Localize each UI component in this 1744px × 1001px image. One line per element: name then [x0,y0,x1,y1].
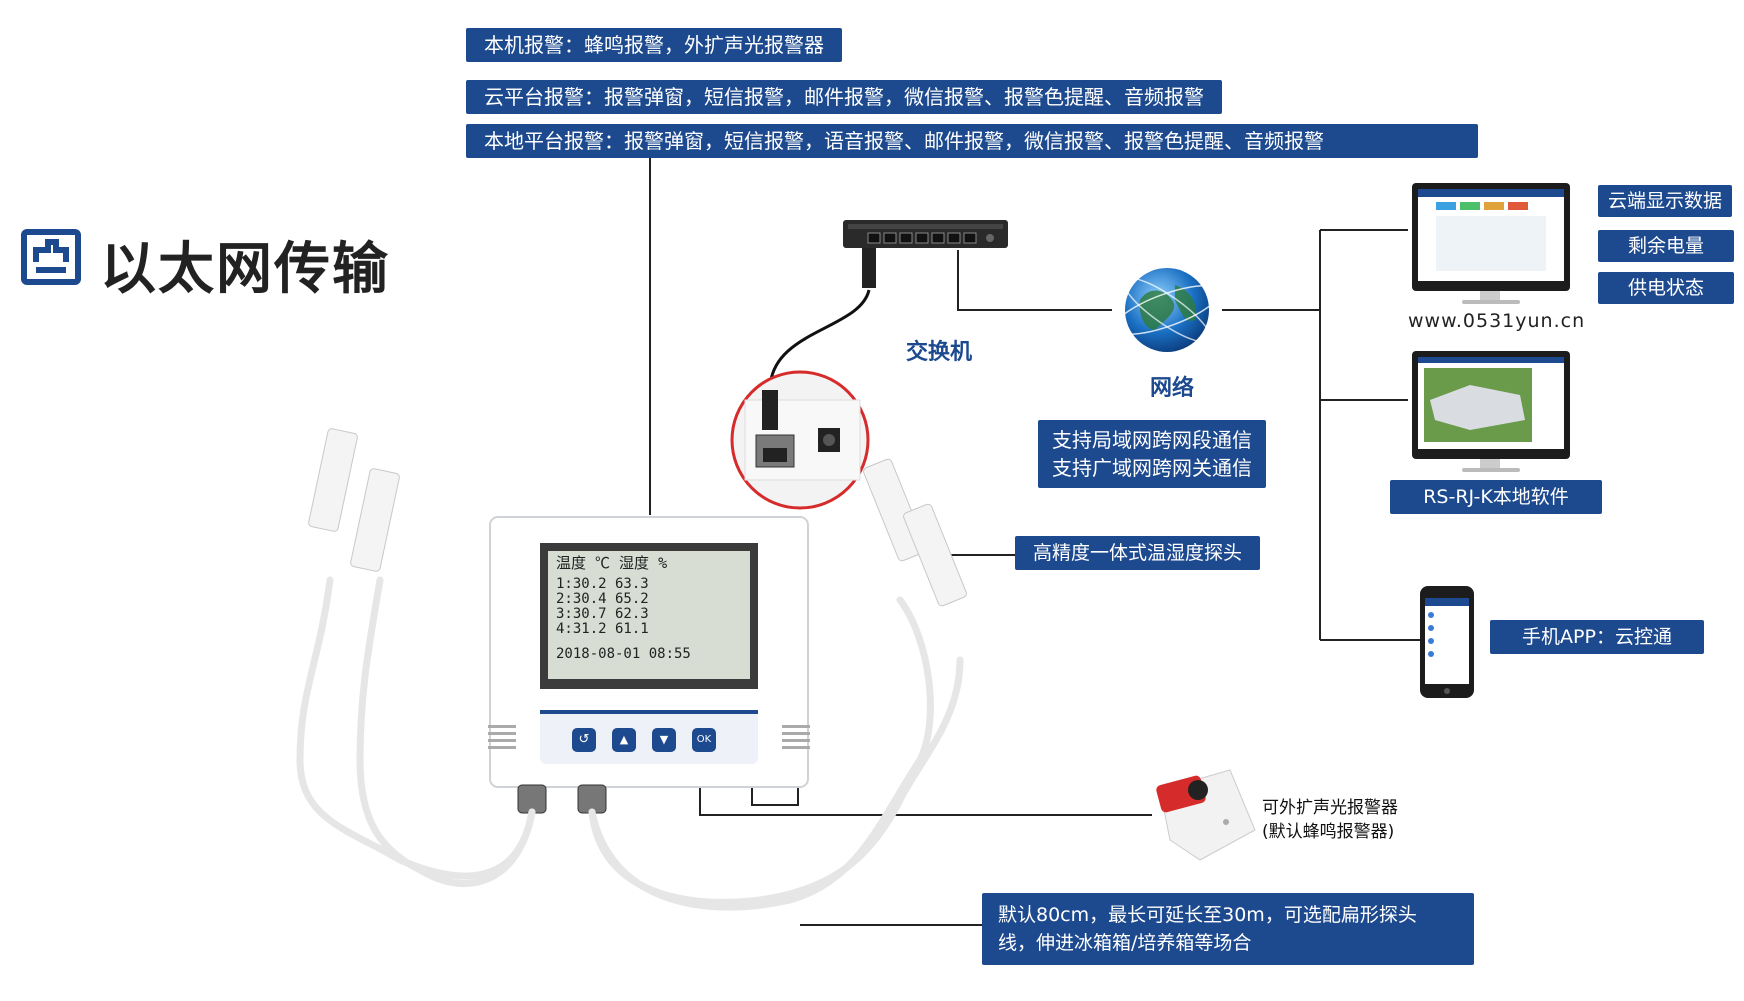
ethernet-icon [21,229,81,285]
cloud-feature-tag: 供电状态 [1598,272,1734,304]
cloud-feature-tag: 剩余电量 [1598,230,1734,262]
lcd-row: 4:31.2 61.1 [556,621,649,637]
back-button[interactable]: ↺ [572,728,596,752]
cable-note-line: 默认80cm，最长可延长至30m，可选配扁形探头 [998,904,1417,926]
lcd-header: 温度 ℃ 湿度 % [556,554,668,572]
monitor-cloud [1412,183,1570,304]
alarm-light-icon [1156,769,1256,861]
cloud-alarm-tag: 云平台报警：报警弹窗，短信报警，邮件报警，微信报警、报警色提醒、音频报警 [466,80,1222,114]
up-button[interactable]: ▲ [612,728,636,752]
lcd-row: 1:30.2 63.3 [556,576,649,592]
cable-note-line: 线，伸进冰箱箱/培养箱等场合 [998,932,1252,954]
switch-device [843,220,1008,248]
ethernet-cable [768,248,876,391]
logger-device [488,516,810,814]
ok-button[interactable]: OK [692,728,716,752]
down-button[interactable]: ▼ [652,728,676,752]
probe-heads [308,428,967,607]
local-platform-alarm-tag: 本地平台报警：报警弹窗，短信报警，语音报警、邮件报警，微信报警、报警色提醒、音频… [466,124,1478,158]
alarm-device-line: (默认蜂鸣报警器) [1262,822,1395,842]
lcd-datetime: 2018-08-01 08:55 [556,646,691,662]
connector-lines [649,140,1420,926]
network-label: 网络 [1150,376,1195,401]
globe-icon [1113,268,1221,352]
phone-icon [1420,586,1474,698]
network-support-box: 支持局域网跨网段通信 支持广域网跨网关通信 [1038,420,1266,488]
cable-note-box: 默认80cm，最长可延长至30m，可选配扁形探头 线，伸进冰箱箱/培养箱等场合 [982,893,1474,965]
network-support-line: 支持局域网跨网段通信 [1052,428,1252,452]
probe-label-tag: 高精度一体式温湿度探头 [1015,536,1261,570]
device-button-row: ↺ ▲ ▼ OK [572,728,716,752]
alarm-device-label: 可外扩声光报警器 (默认蜂鸣报警器) [1262,796,1398,844]
network-support-line: 支持广域网跨网关通信 [1052,456,1252,480]
page-title: 以太网传输 [100,237,390,302]
local-software-tag: RS-RJ-K本地软件 [1390,480,1602,514]
probe-cables [296,576,964,911]
switch-label: 交换机 [906,340,973,365]
lcd-screen: 温度 ℃ 湿度 % 1:30.2 63.3 2:30.4 65.2 3:30.7… [556,556,746,662]
website-label: www.0531yun.cn [1408,310,1586,332]
alarm-device-line: 可外扩声光报警器 [1262,798,1398,818]
mobile-app-tag: 手机APP：云控通 [1490,620,1704,654]
lcd-row: 3:30.7 62.3 [556,606,649,622]
cloud-feature-tag: 云端显示数据 [1598,185,1733,217]
monitor-local-software [1412,351,1570,472]
local-alarm-tag: 本机报警：蜂鸣报警，外扩声光报警器 [466,28,842,62]
port-zoom-circle [730,370,870,510]
lcd-row: 2:30.4 65.2 [556,591,649,607]
